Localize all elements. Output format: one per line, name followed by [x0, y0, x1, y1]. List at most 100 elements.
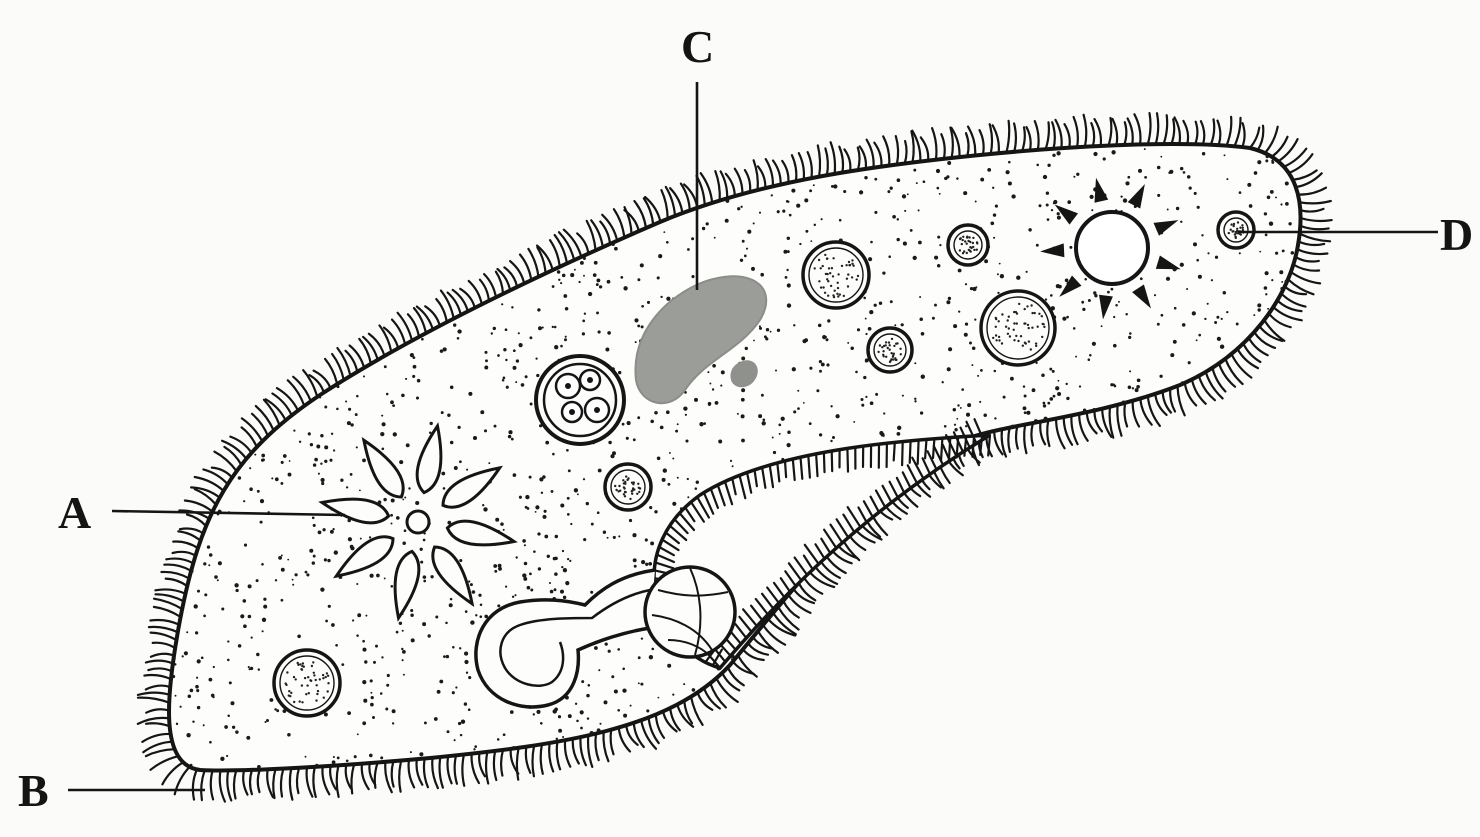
cilium: [138, 698, 169, 703]
cilium: [844, 149, 850, 171]
vacuole: [803, 242, 869, 308]
cilium: [417, 759, 423, 785]
cilium: [925, 439, 926, 458]
cilium: [902, 442, 903, 466]
cilium: [154, 607, 181, 617]
cilium: [201, 770, 205, 800]
cilium: [1117, 405, 1121, 436]
cilium: [1300, 209, 1323, 212]
cilium: [313, 767, 315, 797]
cilium: [462, 755, 464, 786]
cilium: [1298, 188, 1326, 195]
cilium: [1148, 113, 1151, 144]
cilium: [1134, 114, 1140, 144]
cilium: [234, 770, 236, 798]
cilium: [250, 770, 252, 794]
cilium: [1234, 118, 1240, 146]
cilium: [1046, 122, 1049, 149]
cilium: [532, 746, 534, 777]
cilium: [138, 693, 170, 695]
cilium: [1109, 118, 1112, 146]
label-b: B: [18, 765, 49, 816]
cilium: [1074, 117, 1078, 147]
cilium: [808, 152, 812, 178]
cilium: [1071, 416, 1077, 445]
vacuole: [981, 291, 1055, 365]
cilium: [1133, 401, 1139, 427]
cilium: [504, 267, 517, 287]
cilium: [1014, 124, 1016, 152]
cilium: [153, 643, 175, 648]
cilium: [161, 572, 189, 578]
cilium: [1140, 399, 1151, 425]
cilium: [1219, 363, 1235, 386]
cilium: [486, 752, 488, 784]
cilium: [166, 579, 188, 587]
cilium: [146, 661, 173, 664]
vacuole: [948, 225, 988, 265]
cilium: [603, 732, 608, 762]
cilium: [792, 155, 796, 181]
cilium: [346, 765, 351, 788]
vacuole: [1218, 212, 1254, 248]
cilium: [1192, 380, 1206, 404]
cilium: [905, 141, 907, 163]
cilium: [469, 281, 482, 304]
cilium: [966, 133, 969, 156]
cilium: [1016, 426, 1018, 449]
cilium: [541, 744, 543, 774]
cilium: [1227, 117, 1232, 146]
cilium: [710, 683, 726, 707]
cilium: [212, 468, 232, 478]
cilium: [1293, 265, 1319, 271]
cilium: [782, 161, 788, 183]
cilium: [1084, 115, 1087, 147]
cilium: [1300, 201, 1331, 203]
cilium: [1201, 121, 1204, 144]
cilium: [1171, 119, 1174, 144]
cilium: [409, 760, 415, 788]
cilium: [656, 715, 664, 738]
cilium: [1273, 307, 1302, 320]
cilium: [399, 761, 401, 792]
cilium: [1254, 332, 1275, 348]
cilium: [424, 759, 428, 788]
cilium: [281, 769, 283, 797]
cilium: [178, 531, 200, 540]
cilium: [832, 451, 833, 471]
cilium: [1022, 127, 1025, 151]
cilium: [1113, 119, 1118, 145]
cilium: [230, 437, 251, 453]
cilium: [698, 693, 713, 710]
cilium: [351, 764, 354, 793]
label-c: C: [681, 21, 714, 72]
vacuole: [274, 650, 340, 716]
cilium: [990, 124, 992, 154]
cilium: [1291, 272, 1320, 283]
cilium: [494, 751, 496, 780]
cilium: [1031, 423, 1033, 445]
cilium: [980, 130, 984, 155]
cilium: [1052, 122, 1055, 148]
cilium: [220, 771, 225, 802]
cilium: [455, 755, 457, 783]
cilium: [754, 160, 758, 190]
cilium: [337, 348, 350, 376]
cilium: [896, 136, 898, 164]
cilium: [297, 768, 299, 793]
cilium: [565, 740, 570, 767]
cilium: [818, 145, 820, 176]
cilium: [146, 686, 170, 690]
cilium: [1300, 234, 1331, 242]
cilium: [173, 552, 196, 556]
cilium: [173, 542, 198, 549]
cilium: [580, 737, 585, 765]
vacuole: [868, 328, 912, 372]
cilium: [573, 739, 579, 764]
cilium: [392, 761, 394, 786]
cilium: [758, 166, 765, 188]
cilium: [1095, 119, 1101, 146]
cilium: [267, 769, 273, 797]
cilium: [1281, 294, 1305, 307]
